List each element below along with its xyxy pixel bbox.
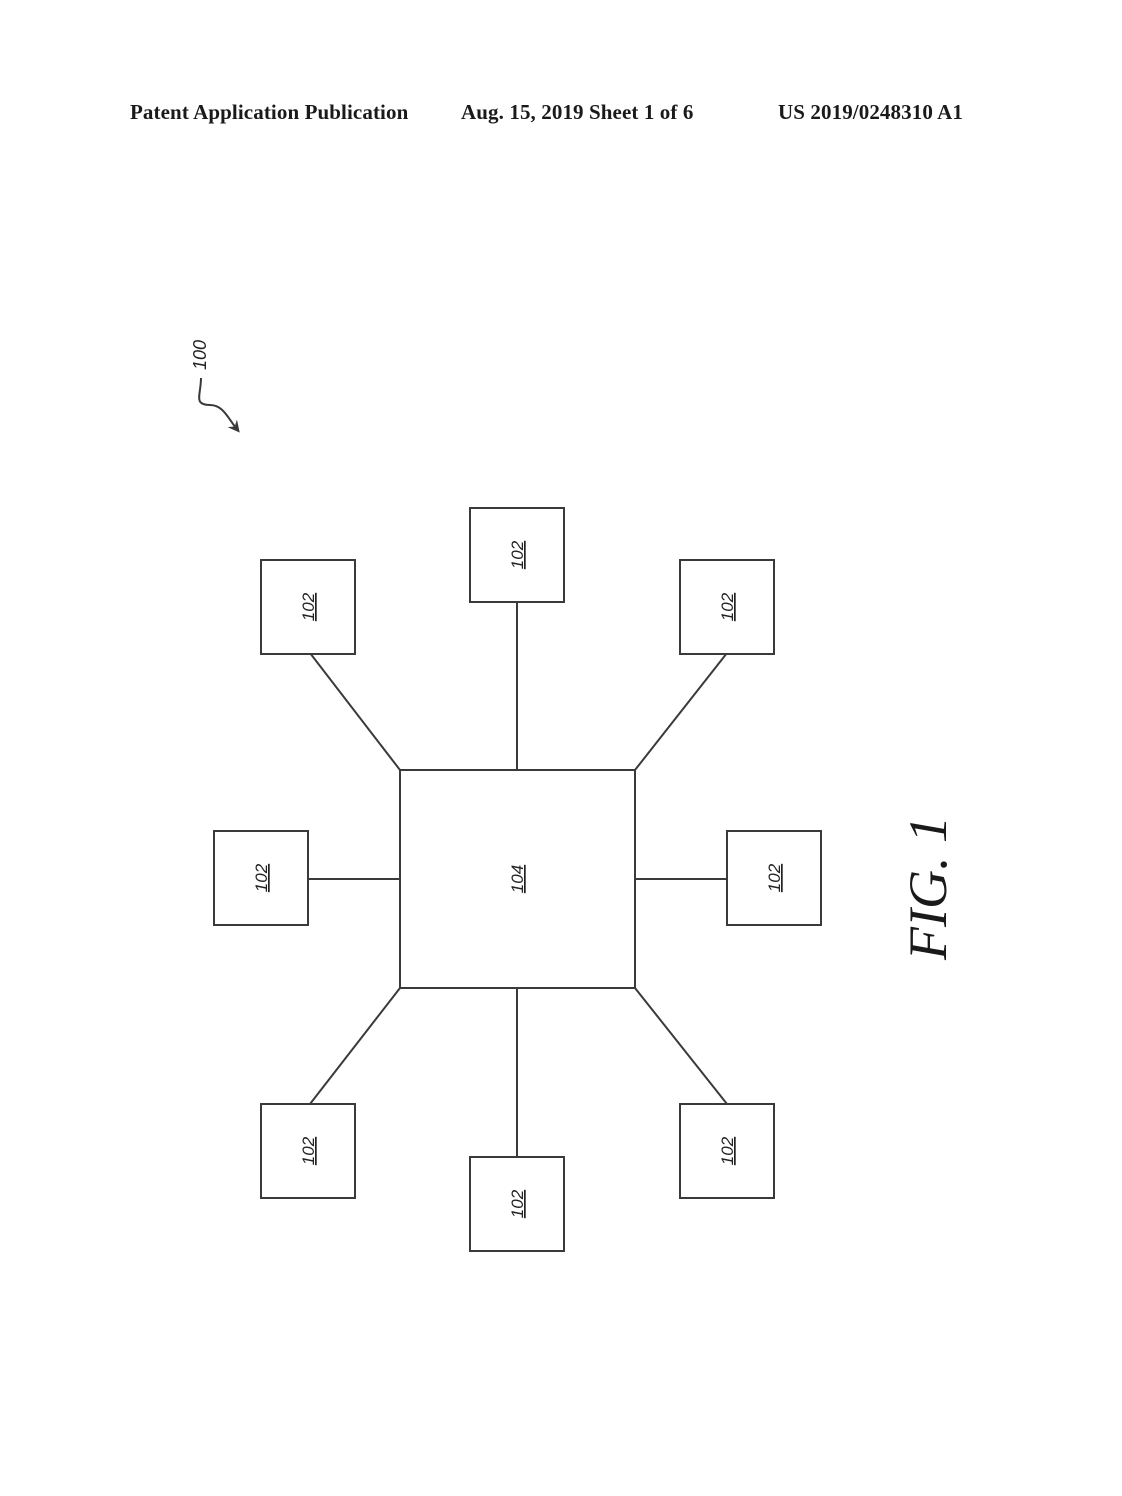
hub-box [399,769,636,989]
link-bottom-left [309,987,401,1105]
node-label: 102 [718,592,737,621]
node-label: 102 [508,540,527,569]
node-label: 102 [299,1136,318,1165]
node-box [213,830,309,926]
hub-label: 104 [508,865,527,893]
node-label: 102 [765,863,784,892]
node-top-left: 102 [260,559,356,655]
node-right: 102 [726,830,822,926]
node-label: 102 [299,592,318,621]
node-label: 102 [718,1136,737,1165]
node-box [726,830,822,926]
hub-104: 104 [399,769,636,989]
figure-caption: FIG. 1 [898,816,958,961]
reference-100: 100 [190,340,240,433]
connections [308,602,728,1157]
node-bottom-left: 102 [260,1103,356,1199]
node-top-right: 102 [679,559,775,655]
node-label: 102 [508,1189,527,1218]
node-box [679,559,775,655]
node-box [260,1103,356,1199]
node-top: 102 [469,507,565,603]
header-publication-type: Patent Application Publication [130,100,409,124]
node-label: 102 [252,863,271,892]
reference-100-label: 100 [190,340,210,370]
node-bottom-right: 102 [679,1103,775,1199]
link-top-left [309,652,401,771]
link-bottom-right [634,987,728,1105]
reference-arrow-icon [198,377,240,433]
header-publication-number: US 2019/0248310 A1 [778,100,963,124]
node-box [469,507,565,603]
node-bottom: 102 [469,1156,565,1252]
header-date-sheet: Aug. 15, 2019 Sheet 1 of 6 [461,100,694,124]
node-left: 102 [213,830,309,926]
node-box [260,559,356,655]
node-box [679,1103,775,1199]
link-top-right [634,652,728,771]
node-box [469,1156,565,1252]
